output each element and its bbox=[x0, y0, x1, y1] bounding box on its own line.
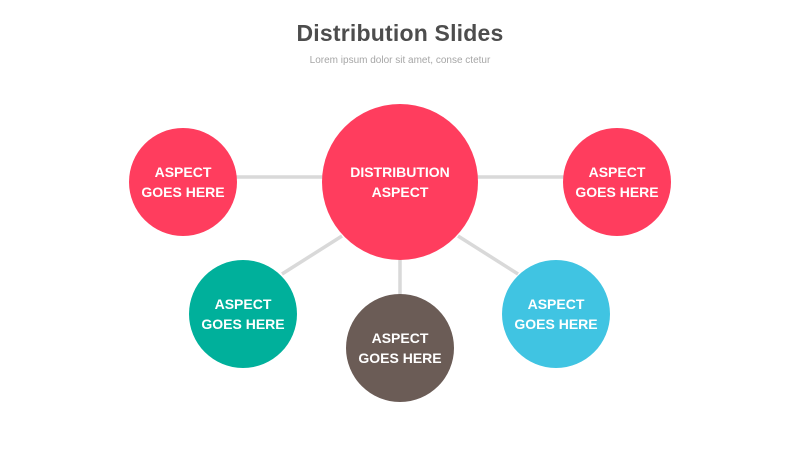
connector-bottom-right bbox=[457, 234, 519, 276]
node-bottom-left-label-line2: GOES HERE bbox=[201, 316, 285, 332]
node-center-label-line1: DISTRIBUTION bbox=[350, 164, 450, 180]
node-bottom-label-line2: GOES HERE bbox=[358, 350, 442, 366]
node-bottom-right: ASPECT GOES HERE bbox=[502, 260, 610, 368]
slide-title: Distribution Slides bbox=[296, 20, 504, 46]
node-left-label-line1: ASPECT bbox=[154, 164, 212, 180]
connector-bottom-left bbox=[281, 234, 343, 276]
node-bottom-left-label-line1: ASPECT bbox=[214, 296, 272, 312]
node-right-label-line1: ASPECT bbox=[588, 164, 646, 180]
node-left: ASPECT GOES HERE bbox=[129, 128, 237, 236]
node-bottom-label-line1: ASPECT bbox=[371, 330, 429, 346]
node-right-label-line2: GOES HERE bbox=[575, 184, 659, 200]
node-bottom-right-label-line1: ASPECT bbox=[527, 296, 585, 312]
node-bottom: ASPECT GOES HERE bbox=[346, 294, 454, 402]
node-center-label-line2: ASPECT bbox=[371, 184, 429, 200]
slide-subtitle: Lorem ipsum dolor sit amet, conse ctetur bbox=[309, 55, 491, 66]
node-bottom-left: ASPECT GOES HERE bbox=[189, 260, 297, 368]
node-bottom-right-label-line2: GOES HERE bbox=[514, 316, 598, 332]
node-left-label-line2: GOES HERE bbox=[141, 184, 225, 200]
node-center: DISTRIBUTION ASPECT bbox=[322, 104, 478, 260]
node-right: ASPECT GOES HERE bbox=[563, 128, 671, 236]
